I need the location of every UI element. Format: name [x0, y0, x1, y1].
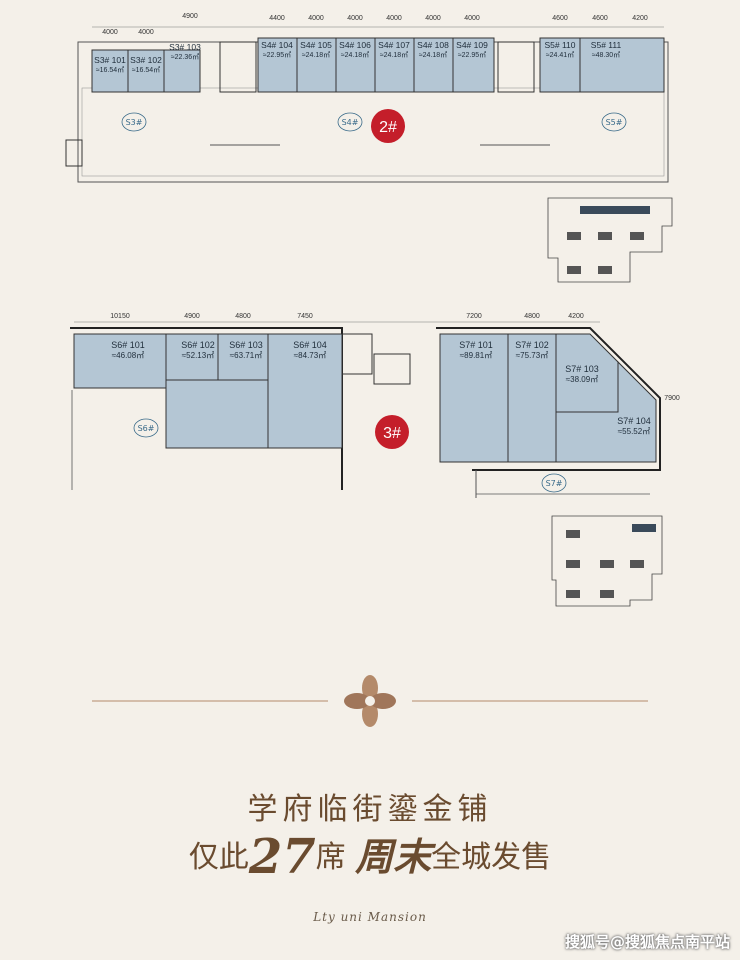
dim-label: 4000 [386, 15, 402, 22]
unit-s7-104 [555, 360, 657, 463]
zone-label: S5# [606, 118, 623, 127]
unit-area: ≈22.95㎡ [458, 51, 486, 59]
dim-label: 10150 [110, 313, 130, 320]
headline-weekend: 周末 [355, 834, 432, 879]
brand-signature: Lty uni Mansion [313, 910, 427, 924]
zone-markers: S3# S4# S5# [121, 112, 627, 132]
building-tag-badge [375, 415, 409, 449]
stairwell [497, 41, 535, 93]
unit-name: S4# 108 [417, 40, 449, 50]
unit-name: S6# 104 [293, 340, 327, 350]
unit-area: ≈52.13㎡ [182, 351, 214, 360]
unit-area: ≈75.73㎡ [516, 351, 548, 360]
source-watermark: 搜狐号@搜狐焦点南平站 [564, 933, 730, 951]
dim-label: 4000 [425, 15, 441, 22]
dim-label: 4600 [552, 15, 568, 22]
unit-name: S7# 101 [459, 340, 493, 350]
unit-name: S3# 103 [169, 42, 201, 52]
unit-block-s5 [539, 37, 665, 93]
unit-name: S4# 105 [300, 40, 332, 50]
flower-ornament-icon [344, 675, 396, 727]
top-floor-plan: 4000 4000 4900 4400 4000 4000 4000 4000 … [65, 13, 669, 183]
building-tag-badge [371, 109, 405, 143]
key-plan-bottom [551, 515, 663, 607]
dim-label: 4200 [568, 313, 584, 320]
zone-label: S3# [126, 118, 143, 127]
dim-label: 4000 [102, 29, 118, 36]
unit-name: S6# 101 [111, 340, 145, 350]
unit-area: ≈24.18㎡ [380, 51, 408, 59]
unit-area: ≈22.36㎡ [171, 53, 199, 61]
unit-name: S4# 104 [261, 40, 293, 50]
unit-area: ≈55.52㎡ [618, 427, 650, 436]
entrance [65, 139, 83, 167]
stairwell [373, 353, 411, 385]
zone-label: S4# [342, 118, 359, 127]
unit-name: S3# 101 [94, 55, 126, 65]
headline-line-1: 学府临街鎏金铺 [247, 792, 493, 827]
unit-name: S7# 103 [565, 364, 599, 374]
dim-label: 4000 [347, 15, 363, 22]
dim-label: 4000 [464, 15, 480, 22]
unit-area: ≈16.54㎡ [132, 66, 160, 74]
building-tag: 3# [383, 425, 401, 442]
unit-s6-102-lower [165, 379, 269, 449]
unit-area: ≈24.18㎡ [341, 51, 369, 59]
dim-label: 4900 [182, 13, 198, 20]
unit-name: S5# 111 [591, 40, 622, 50]
unit-block-s3 [91, 49, 201, 93]
unit-name: S5# 110 [544, 40, 575, 50]
unit-area: ≈84.73㎡ [294, 351, 326, 360]
headline-count: 27 [248, 829, 316, 885]
unit-name: S6# 102 [181, 340, 215, 350]
unit-name: S3# 102 [130, 55, 162, 65]
building-tag: 2# [379, 119, 397, 136]
headline-text: 仅此 [188, 840, 249, 875]
stairwell [341, 333, 373, 375]
zone-markers: S6# S7# [133, 418, 567, 493]
dim-label: 4000 [138, 29, 154, 36]
unit-area: ≈24.18㎡ [419, 51, 447, 59]
unit-area: ≈24.18㎡ [302, 51, 330, 59]
unit-area: ≈89.81㎡ [460, 351, 492, 360]
dim-label: 4000 [308, 15, 324, 22]
stairwell [219, 41, 257, 93]
bottom-floor-plan: 10150 4900 4800 7450 7200 4800 4200 7900… [70, 313, 680, 498]
zone-label: S6# [138, 424, 155, 433]
unit-name: S7# 102 [515, 340, 549, 350]
unit-name: S4# 107 [378, 40, 410, 50]
headline-text: 全城发售 [431, 840, 552, 875]
unit-area: ≈46.08㎡ [112, 351, 144, 360]
unit-area: ≈48.30㎡ [592, 51, 620, 59]
dim-label: 4800 [524, 313, 540, 320]
unit-area: ≈63.71㎡ [230, 351, 262, 360]
unit-name: S7# 104 [617, 416, 651, 426]
unit-name: S4# 109 [456, 40, 488, 50]
dim-label: 7900 [664, 395, 680, 402]
dim-label: 4800 [235, 313, 251, 320]
dim-label: 4200 [632, 15, 648, 22]
ornament-divider [92, 675, 648, 727]
zone-label: S7# [546, 479, 563, 488]
unit-area: ≈16.54㎡ [96, 66, 124, 74]
dim-label: 4400 [269, 15, 285, 22]
unit-name: S4# 106 [339, 40, 371, 50]
unit-area: ≈24.41㎡ [546, 51, 574, 59]
key-plan-top [547, 197, 673, 283]
headline-text: 席 [315, 840, 346, 875]
headline-line-2: 仅此27席 周末全城发售 [0, 826, 740, 885]
unit-name: S6# 103 [229, 340, 263, 350]
unit-area: ≈22.95㎡ [263, 51, 291, 59]
unit-area: ≈38.09㎡ [566, 375, 598, 384]
dim-label: 7200 [466, 313, 482, 320]
dim-label: 7450 [297, 313, 313, 320]
dim-label: 4600 [592, 15, 608, 22]
dim-label: 4900 [184, 313, 200, 320]
unit-s6-104 [267, 333, 343, 449]
